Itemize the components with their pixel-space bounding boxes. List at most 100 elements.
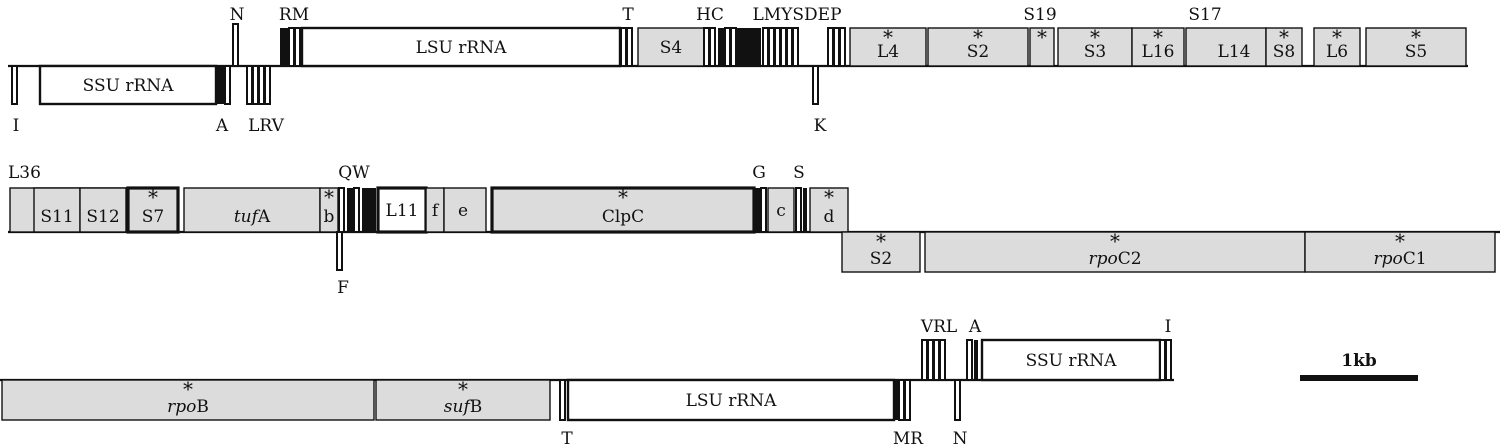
- trna-label-t: T: [561, 429, 573, 448]
- gene-block-l16-star: *: [1153, 25, 1163, 49]
- scale-bar-label: 1kb: [1341, 351, 1377, 371]
- gene-block-l6-label-name: L6: [1326, 42, 1348, 62]
- gene-block-tuf-a-label: tufA: [234, 207, 271, 227]
- gene-block-s5-label-name: S5: [1405, 42, 1427, 62]
- trna-label-s: S: [793, 163, 805, 183]
- trna-label-f: F: [337, 278, 349, 298]
- trna-rm-bar: [288, 27, 295, 67]
- trna-mr-bar: [904, 379, 911, 421]
- trna-lmysdep-bar: [762, 27, 769, 67]
- gene-block-s12-label: S12: [86, 207, 119, 227]
- gene-block-s11: [33, 187, 81, 233]
- gene-block-l4-label: L4: [877, 42, 899, 62]
- trna-label-rm: RM: [279, 5, 309, 25]
- trna-lmysdep-bar: [827, 27, 834, 67]
- trna-a-bar: [224, 65, 231, 105]
- gene-block-c: [767, 187, 795, 233]
- trna-rm-bar: [294, 27, 301, 67]
- gene-block-l16-label: L16: [1142, 42, 1175, 62]
- gene-block-rpo-c2-label-name: rpo: [1088, 249, 1117, 269]
- trna-lmysdep-bar: [786, 27, 793, 67]
- trna-mr-bar: [894, 380, 898, 420]
- gene-block-tuf-a-label-name: tuf: [234, 207, 261, 227]
- gene-block-lsu-rrna-label-name: LSU rRNA: [416, 38, 507, 58]
- gene-block-s12: [79, 187, 127, 233]
- gene-block-d-star: *: [824, 185, 834, 209]
- trna-lrv-bar: [252, 65, 259, 105]
- gene-block-l11: [376, 186, 428, 234]
- gene-block-suf-b-label-suffix: B: [470, 397, 483, 417]
- trna-vrl-bar: [939, 339, 946, 381]
- trna-label-t: T: [622, 5, 634, 25]
- gene-block-rpo-c1-label: rpoC1: [1373, 249, 1426, 269]
- trna-t-bar: [620, 27, 627, 67]
- gene-block-l14-label-name: L14: [1218, 42, 1251, 62]
- gene-block-d-label-name: d: [824, 207, 835, 227]
- gene-block-ssu-rrna-label-name: SSU rRNA: [83, 76, 175, 96]
- trna-a-bar: [216, 66, 224, 104]
- trna-s-bar: [803, 188, 807, 232]
- trna-t-bar: [559, 379, 566, 421]
- trna-label-g: G: [752, 163, 766, 183]
- trna-label-mr: MR: [893, 429, 924, 448]
- gene-block-rpo-b-label-suffix: B: [196, 397, 209, 417]
- trna-n-bar: [232, 23, 239, 67]
- trna-lmysdep-bar: [792, 27, 799, 67]
- trna-lrv-bar: [264, 65, 271, 105]
- trna-lmysdep-bar: [737, 28, 761, 66]
- gene-block-s8-label: S8: [1273, 42, 1295, 62]
- trna-i-bar: [11, 65, 18, 105]
- gene-block-l11-label: L11: [386, 201, 419, 221]
- gene-block-clpc-label: ClpC: [602, 207, 644, 227]
- gene-block-s8-star: *: [1279, 25, 1289, 49]
- gene-block-rpo-b-label: rpoB: [167, 397, 209, 417]
- gene-block-s7: [126, 186, 180, 234]
- trna-k-bar: [812, 65, 819, 105]
- trna-lrv-bar: [258, 65, 265, 105]
- gene-block-tuf-a: [183, 187, 321, 233]
- trna-label-a: A: [968, 317, 982, 337]
- gene-block-tuf-a-label-suffix: A: [257, 207, 271, 227]
- gene-block-lsu-rrna-label: LSU rRNA: [686, 391, 777, 411]
- gene-block-s2-star: *: [973, 25, 983, 49]
- trna-label-s17: S17: [1188, 5, 1221, 25]
- trna-qw-bar: [347, 188, 353, 232]
- trna-lmysdep-bar: [774, 27, 781, 67]
- gene-block-s3: [1057, 27, 1133, 67]
- trna-label-vrl: VRL: [920, 317, 957, 337]
- gene-block-l6-star: *: [1332, 25, 1342, 49]
- gene-block-unlabeled: [1029, 27, 1055, 67]
- trna-lmysdep-bar: [839, 27, 846, 67]
- gene-block-suf-b-label: sufB: [444, 397, 482, 417]
- gene-block-d-label: d: [824, 207, 835, 227]
- trna-label-n: N: [953, 429, 968, 448]
- gene-block-s2-star: *: [876, 229, 886, 253]
- gene-block-s2-label: S2: [870, 249, 892, 269]
- gene-block-s8: [1265, 27, 1303, 67]
- gene-block-suf-b-label-name: suf: [444, 397, 473, 417]
- gene-block-rpo-c2-label: rpoC2: [1088, 249, 1141, 269]
- gene-block-b-label-name: b: [324, 207, 335, 227]
- gene-block-s7-label-name: S7: [142, 207, 164, 227]
- trna-lmysdep-bar: [768, 27, 775, 67]
- gene-block-s4-label-name: S4: [660, 38, 682, 58]
- trna-mr-bar: [898, 379, 905, 421]
- gene-block-l6-label: L6: [1326, 42, 1348, 62]
- gene-block-l16: [1131, 27, 1185, 67]
- gene-block-c-label: c: [776, 201, 786, 221]
- gene-block-s3-label-name: S3: [1084, 42, 1106, 62]
- trna-f-bar: [336, 231, 343, 271]
- trna-label-l36: L36: [8, 163, 41, 183]
- trna-label-lrv: LRV: [248, 116, 284, 136]
- trna-label-s19: S19: [1023, 5, 1056, 25]
- gene-block-l4-label-name: L4: [877, 42, 899, 62]
- trna-qw-bar: [353, 187, 360, 233]
- gene-block-l4: [849, 27, 927, 67]
- gene-block-clpc: [490, 186, 756, 234]
- trna-lrv-bar: [246, 65, 253, 105]
- trna-hc-bar: [703, 27, 710, 67]
- gene-block-clpc-label-name: ClpC: [602, 207, 644, 227]
- gene-block-s5-label: S5: [1405, 42, 1427, 62]
- gene-block-rpo-c1-star: *: [1395, 229, 1405, 253]
